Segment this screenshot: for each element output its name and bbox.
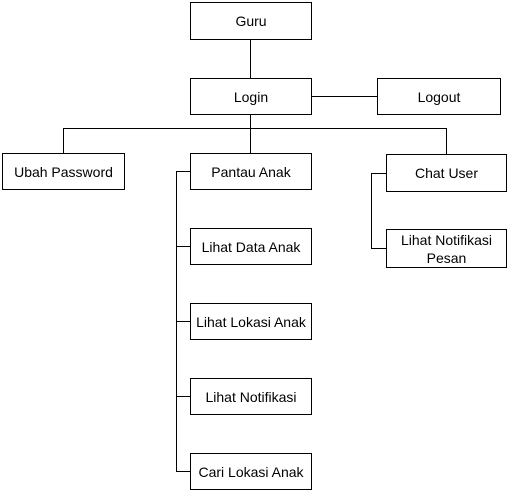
- node-lihat-notifikasi: Lihat Notifikasi: [190, 378, 312, 415]
- node-ubah-password: Ubah Password: [2, 153, 125, 190]
- node-logout: Logout: [377, 78, 501, 115]
- node-lihat-notifikasi-pesan: Lihat Notifikasi Pesan: [386, 229, 507, 268]
- node-chat-user: Chat User: [386, 154, 507, 192]
- node-lihat-data-anak: Lihat Data Anak: [190, 228, 312, 265]
- node-pantau-anak: Pantau Anak: [190, 153, 312, 190]
- node-cari-lokasi-anak: Cari Lokasi Anak: [190, 453, 312, 490]
- node-login: Login: [190, 78, 312, 115]
- node-lihat-lokasi-anak: Lihat Lokasi Anak: [190, 303, 312, 340]
- node-guru: Guru: [190, 2, 312, 40]
